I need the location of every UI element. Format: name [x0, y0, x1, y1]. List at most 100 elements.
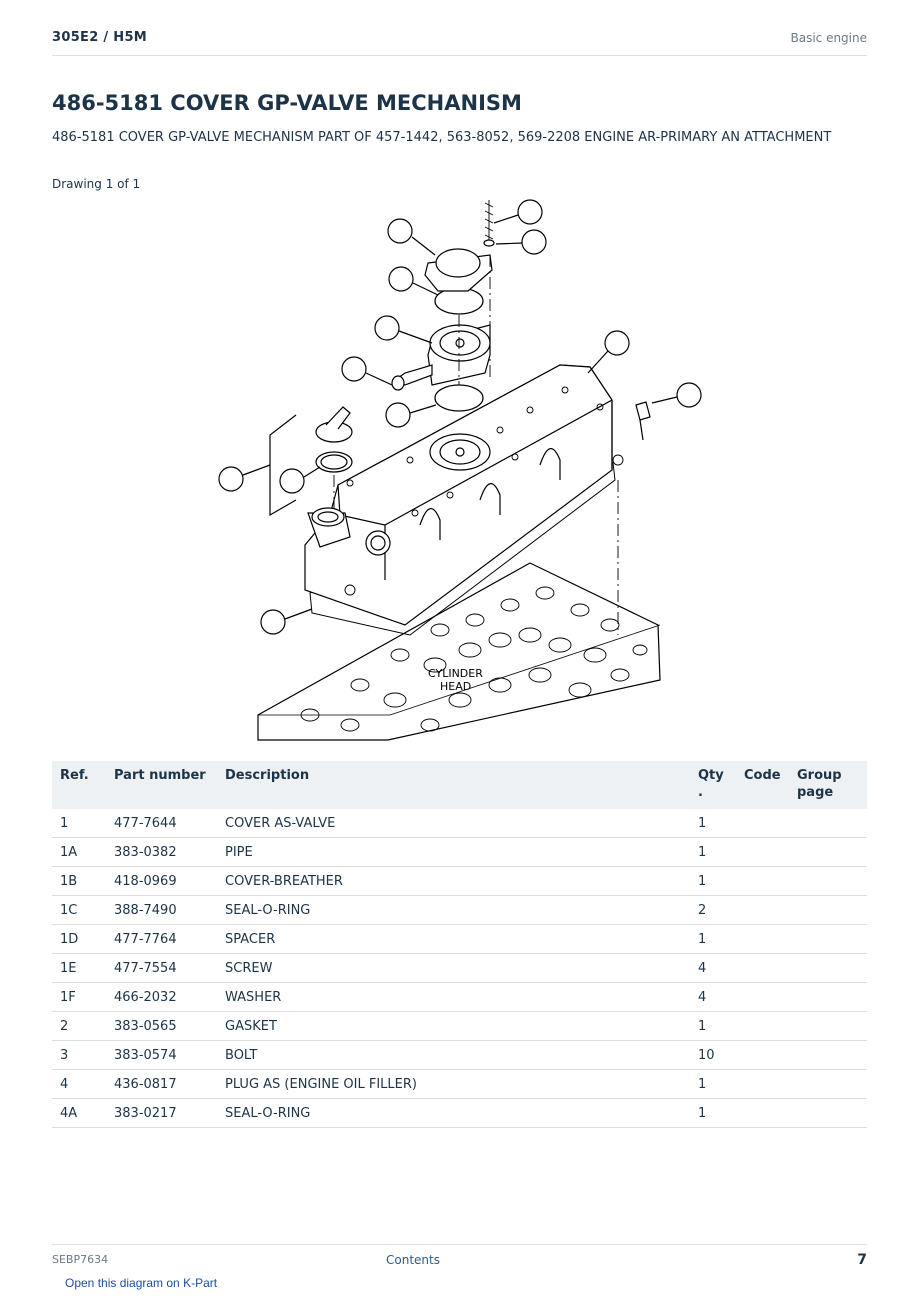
- cell-description: SEAL-O-RING: [217, 895, 690, 925]
- cell-part-number: 418-0969: [106, 866, 217, 896]
- cell-qty: 10: [690, 1040, 736, 1070]
- cell-description: WASHER: [217, 982, 690, 1012]
- cell-description: GASKET: [217, 1011, 690, 1041]
- cell-group-page: [789, 953, 867, 983]
- cell-part-number: 466-2032: [106, 982, 217, 1012]
- cell-part-number: 477-7764: [106, 924, 217, 954]
- cell-description: COVER AS-VALVE: [217, 809, 690, 838]
- cell-part-number: 383-0217: [106, 1098, 217, 1128]
- cell-part-number: 388-7490: [106, 895, 217, 925]
- cell-qty: 4: [690, 953, 736, 983]
- cell-part-number: 477-7554: [106, 953, 217, 983]
- cell-code: [736, 809, 789, 838]
- cell-group-page: [789, 1011, 867, 1041]
- model-header: 305E2 / H5M: [52, 30, 148, 45]
- cell-description: SCREW: [217, 953, 690, 983]
- diagram-label-line2: HEAD: [440, 680, 471, 693]
- section-header: Basic engine: [790, 31, 867, 45]
- contents-link[interactable]: Contents: [386, 1253, 440, 1267]
- col-header-part-number: Part number: [106, 761, 217, 809]
- cell-ref: 1A: [52, 837, 106, 867]
- exploded-parts-diagram: CYLINDER HEAD: [218, 199, 702, 741]
- cell-code: [736, 1011, 789, 1041]
- col-header-code: Code: [736, 761, 789, 809]
- oil-filler-plug-drawing: [269, 406, 353, 517]
- cell-code: [736, 953, 789, 983]
- cell-ref: 1C: [52, 895, 106, 925]
- page-title: 486-5181 COVER GP-VALVE MECHANISM: [52, 91, 522, 115]
- cell-ref: 1B: [52, 866, 106, 896]
- cell-qty: 1: [690, 924, 736, 954]
- parts-table-header-row: Ref. Part number Description Qty. Code G…: [52, 761, 867, 809]
- cell-description: COVER-BREATHER: [217, 866, 690, 896]
- cell-code: [736, 1069, 789, 1099]
- cell-part-number: 436-0817: [106, 1069, 217, 1099]
- cell-code: [736, 837, 789, 867]
- cell-qty: 1: [690, 1098, 736, 1128]
- cell-part-number: 383-0574: [106, 1040, 217, 1070]
- cell-group-page: [789, 895, 867, 925]
- cell-group-page: [789, 982, 867, 1012]
- cell-qty: 2: [690, 895, 736, 925]
- cell-description: SEAL-O-RING: [217, 1098, 690, 1128]
- drawing-counter: Drawing 1 of 1: [52, 177, 141, 191]
- col-header-qty-suffix: .: [698, 785, 703, 800]
- cell-code: [736, 924, 789, 954]
- cell-description: PLUG AS (ENGINE OIL FILLER): [217, 1069, 690, 1099]
- cylinder-head-drawing: CYLINDER HEAD: [257, 562, 661, 741]
- page-subtitle: 486-5181 COVER GP-VALVE MECHANISM PART O…: [52, 130, 832, 145]
- cell-qty: 4: [690, 982, 736, 1012]
- page-number: 7: [857, 1252, 867, 1268]
- cell-part-number: 477-7644: [106, 809, 217, 838]
- header-divider: [52, 55, 867, 56]
- cell-part-number: 383-0565: [106, 1011, 217, 1041]
- cell-code: [736, 982, 789, 1012]
- document-code: SEBP7634: [52, 1253, 109, 1266]
- footer-divider: [52, 1244, 867, 1245]
- cell-code: [736, 1098, 789, 1128]
- cell-description: PIPE: [217, 837, 690, 867]
- cell-ref: 1: [52, 809, 106, 838]
- cell-ref: 3: [52, 1040, 106, 1070]
- col-header-group-page: Group page: [789, 761, 867, 809]
- cell-description: BOLT: [217, 1040, 690, 1070]
- open-kpart-link[interactable]: Open this diagram on K-Part: [65, 1276, 218, 1290]
- cell-group-page: [789, 1069, 867, 1099]
- cell-group-page: [789, 837, 867, 867]
- cell-group-page: [789, 809, 867, 838]
- cell-qty: 1: [690, 837, 736, 867]
- diagram-label-line1: CYLINDER: [428, 667, 483, 680]
- col-header-description: Description: [217, 761, 690, 809]
- cell-qty: 1: [690, 1069, 736, 1099]
- cell-ref: 1D: [52, 924, 106, 954]
- cell-ref: 4A: [52, 1098, 106, 1128]
- cell-qty: 1: [690, 1011, 736, 1041]
- cell-ref: 2: [52, 1011, 106, 1041]
- cell-group-page: [789, 866, 867, 896]
- cell-code: [736, 866, 789, 896]
- cell-part-number: 383-0382: [106, 837, 217, 867]
- cell-qty: 1: [690, 809, 736, 838]
- col-header-ref: Ref.: [52, 761, 106, 809]
- cell-ref: 1F: [52, 982, 106, 1012]
- cell-group-page: [789, 1098, 867, 1128]
- cell-group-page: [789, 924, 867, 954]
- cell-ref: 1E: [52, 953, 106, 983]
- cell-description: SPACER: [217, 924, 690, 954]
- callout-balloons: [218, 199, 702, 635]
- cell-ref: 4: [52, 1069, 106, 1099]
- col-header-qty: Qty.: [690, 761, 736, 809]
- breather-assembly-drawing: [391, 200, 495, 412]
